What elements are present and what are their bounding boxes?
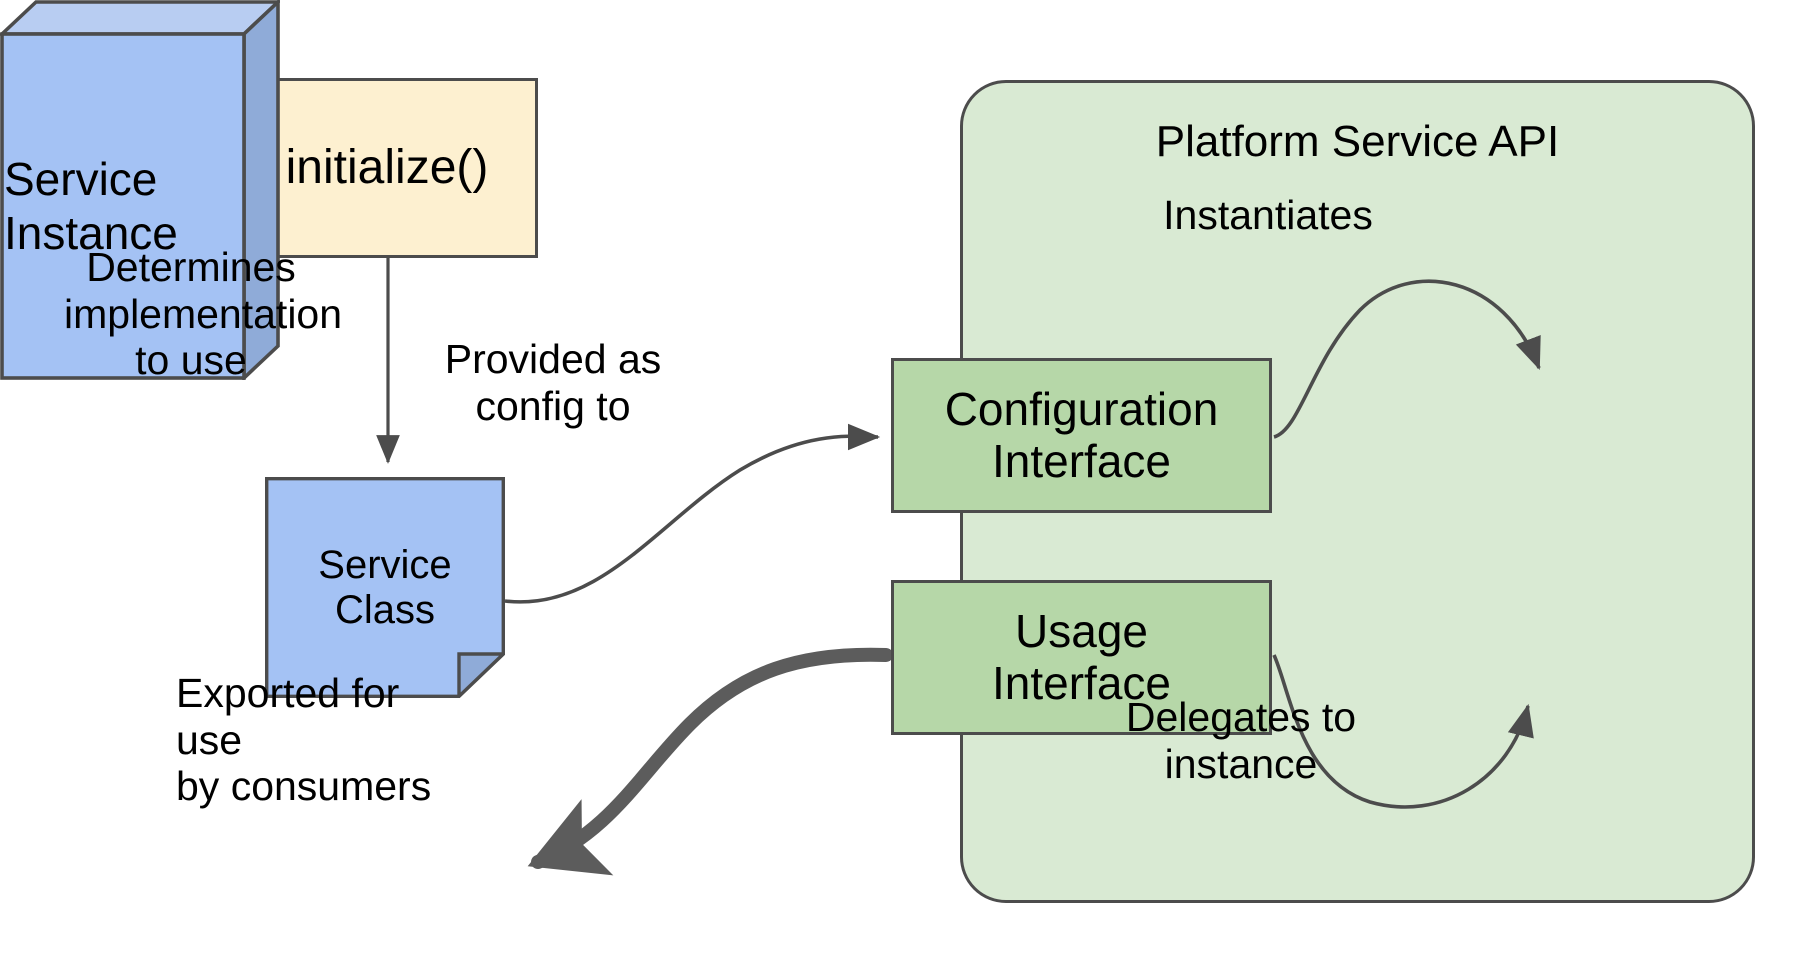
edge-exported-line bbox=[527, 647, 893, 876]
edge-label-provided-as-config: Provided as config to bbox=[444, 336, 662, 429]
initialize-node[interactable]: initialize() bbox=[236, 78, 538, 258]
service-instance-label: Service Instance bbox=[4, 152, 178, 259]
edge-provided-as-config-line bbox=[504, 423, 881, 604]
edge-label-determines: Determines implementation to use bbox=[64, 244, 343, 384]
edge-label-instantiates: Instantiates bbox=[1163, 192, 1373, 238]
cube-3d-icon bbox=[0, 0, 280, 380]
service-instance-node[interactable]: Service Instance bbox=[0, 0, 280, 380]
service-class-node[interactable]: Service Class bbox=[265, 477, 505, 698]
edge-label-exported: Exported for use by consumers bbox=[176, 670, 432, 810]
initialize-label: initialize() bbox=[285, 141, 489, 195]
platform-service-api-title: Platform Service API bbox=[1155, 117, 1560, 166]
usage-interface-label: Usage Interface bbox=[992, 604, 1171, 709]
configuration-interface-label: Configuration Interface bbox=[944, 382, 1219, 487]
service-class-label: Service Class bbox=[318, 542, 452, 632]
note-shape-icon bbox=[265, 477, 505, 698]
configuration-interface-node[interactable]: Configuration Interface bbox=[891, 358, 1272, 513]
edge-label-delegates: Delegates to instance bbox=[1125, 694, 1357, 787]
usage-interface-node[interactable]: Usage Interface bbox=[891, 580, 1272, 735]
